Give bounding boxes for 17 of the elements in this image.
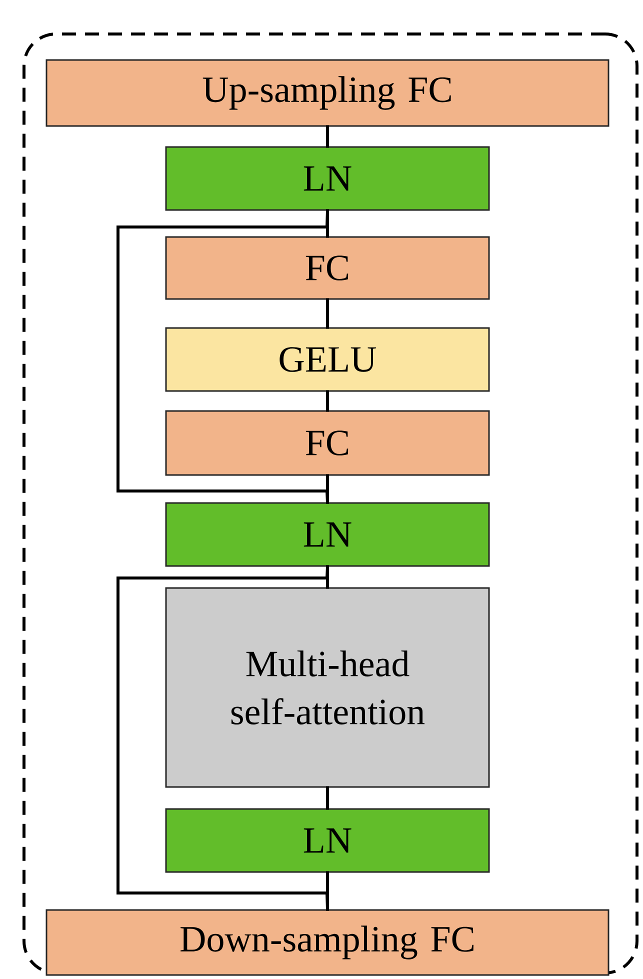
layer-box: LN <box>165 808 490 873</box>
connector-line <box>326 298 329 329</box>
layer-box: FC <box>165 410 490 476</box>
connector-line <box>326 786 329 810</box>
connector-line <box>326 125 329 148</box>
layer-box: Down-sampling FC <box>46 909 610 976</box>
attention-box: Multi-head self-attention <box>165 587 490 788</box>
skip-connection <box>116 565 329 911</box>
connector-line <box>326 474 329 504</box>
connector-line <box>326 390 329 412</box>
connector-line <box>326 871 329 911</box>
layer-box: LN <box>165 502 490 567</box>
skip-connection <box>116 209 329 504</box>
layer-box: LN <box>165 146 490 211</box>
layer-box: GELU <box>165 327 490 392</box>
layer-box: Up-sampling FC <box>46 59 610 127</box>
layer-box: FC <box>165 236 490 300</box>
